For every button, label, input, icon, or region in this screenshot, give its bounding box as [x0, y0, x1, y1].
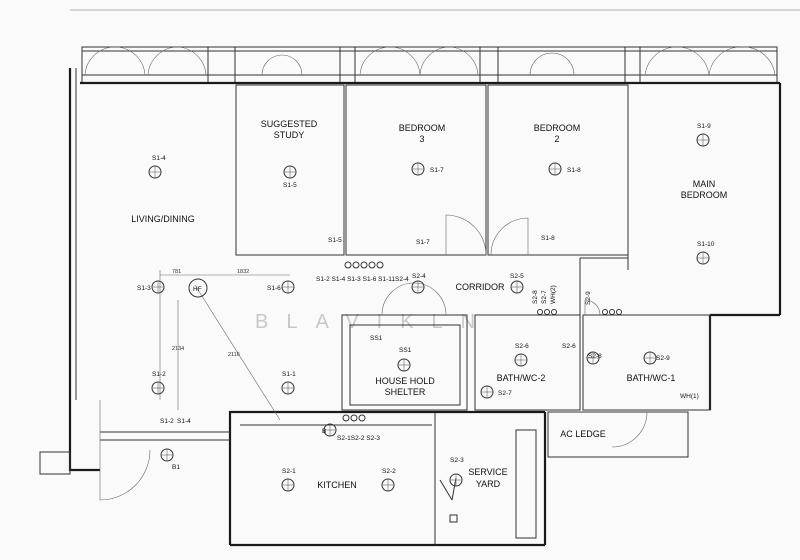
light-point-label: S1-8: [567, 167, 581, 174]
balcony-strip: [81, 46, 778, 84]
room-label-living: LIVING/DINING: [131, 214, 195, 224]
doors: [99, 214, 648, 501]
light-point-label: S1-5: [283, 182, 297, 189]
switch-group-label: WH(2): [550, 285, 557, 304]
light-point-label: S2-6: [515, 343, 529, 350]
switch-label: S1-7: [416, 239, 430, 246]
light-point-label: S1-4: [152, 155, 166, 162]
room-label-main-bedroom: MAIN: [693, 179, 716, 189]
room-label-kitchen: KITCHEN: [317, 480, 357, 490]
switch-label: S1-4: [177, 418, 191, 425]
room-label-bedroom2: 2: [554, 134, 559, 144]
light-point-label: S1-2: [152, 371, 166, 378]
light-point-label: S2-5: [510, 273, 524, 280]
light-point-label: S2-3: [450, 457, 464, 464]
dimension-label: 781: [172, 269, 181, 275]
switch-label: S1-2: [160, 418, 174, 425]
hf-label: HF: [193, 286, 202, 293]
switch-group-label: S2-1S2-2 S2-3: [337, 435, 380, 442]
room-label-study: SUGGESTED: [261, 119, 318, 129]
hf-symbol: [188, 278, 208, 298]
switch-group-label: S1-2 S1-4 S1-3 S1-6 S1-11S2-4: [316, 276, 409, 283]
light-point-label: SS1: [399, 347, 412, 354]
light-point-label: S2-9: [656, 355, 670, 362]
room-label-bedroom3: BEDROOM: [399, 123, 446, 133]
floor-trap-icon: [449, 514, 458, 523]
light-point-label: B1: [172, 464, 180, 471]
room-label-bedroom3: 3: [419, 134, 424, 144]
dimension-label: 2134: [172, 346, 184, 352]
light-point-label: S1-9: [697, 123, 711, 130]
interior-walls: [100, 84, 711, 545]
room-label-service-yard: YARD: [476, 479, 501, 489]
light-point-label: S1-3: [137, 285, 151, 292]
room-label-service-yard: SERVICE: [468, 467, 507, 477]
switch-label: S1-5: [328, 237, 342, 244]
watermark: BLAVIKLN: [255, 311, 493, 333]
light-point-label: S2-7: [498, 390, 512, 397]
switch-label: SS1: [370, 335, 383, 342]
room-label-shelter: HOUSE HOLD: [375, 376, 435, 386]
light-point-label: S1-6: [267, 285, 281, 292]
light-point-label: S1-1: [282, 371, 296, 378]
light-point-label: B: [322, 428, 326, 435]
switch-label: S2-6: [562, 343, 576, 350]
light-point-label: S2-1: [282, 468, 296, 475]
light-point-label: S2-2: [382, 468, 396, 475]
light-point-label: S1-7: [430, 167, 444, 174]
switch-cluster: [342, 261, 622, 422]
dimension-label: 2116: [228, 352, 240, 358]
light-point-label: S2-4: [412, 273, 426, 280]
room-label-bedroom2: BEDROOM: [534, 123, 581, 133]
room-label-corridor: CORRIDOR: [456, 282, 505, 292]
room-label-study: STUDY: [274, 130, 305, 140]
room-label-shelter: SHELTER: [385, 387, 426, 397]
exterior-walls: [39, 68, 782, 547]
dimension-label: 1832: [237, 269, 249, 275]
room-label-bath2: BATH/WC-2: [497, 373, 546, 383]
light-point-label: S2-8: [588, 353, 602, 360]
room-label-ac-ledge: AC LEDGE: [560, 429, 606, 439]
room-label-bath1: BATH/WC-1: [627, 373, 676, 383]
room-label-main-bedroom: BEDROOM: [681, 190, 728, 200]
water-heater-label: WH(1): [680, 393, 699, 400]
switch-group-label: S2-7: [541, 290, 548, 304]
light-point-label: S1-10: [697, 241, 715, 248]
switch-label: S2-9: [585, 291, 592, 305]
dimension-lines: [159, 270, 290, 421]
switch-label: S1-8: [541, 235, 555, 242]
switch-group-label: S2-8: [532, 290, 539, 304]
